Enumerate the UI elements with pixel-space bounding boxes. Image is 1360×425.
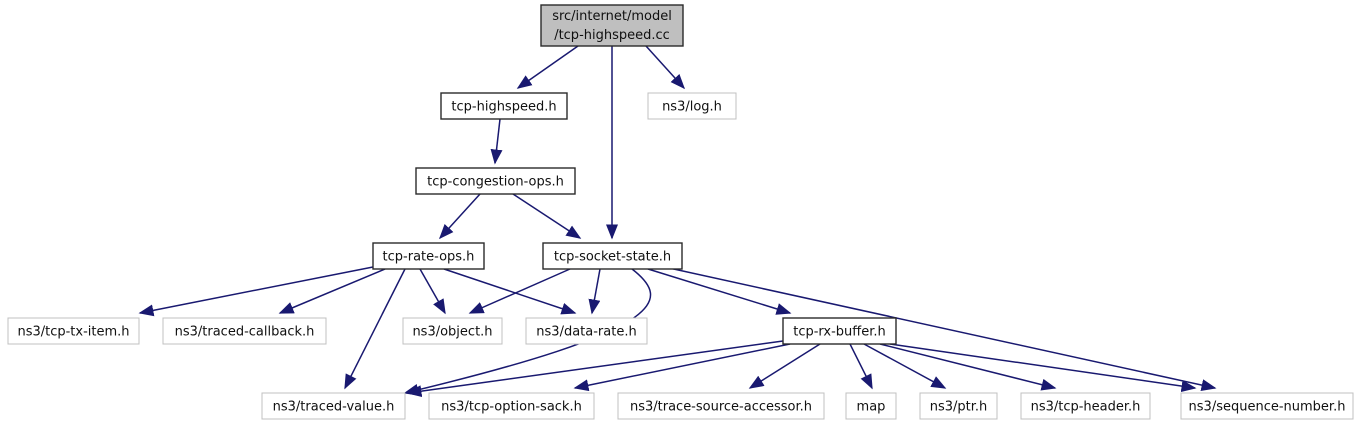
node-box-tcp-highspeed-h[interactable] xyxy=(440,92,568,120)
edge-root-to-ns3-log-h xyxy=(645,45,686,90)
node-ns3-trace-source-accessor-h[interactable]: ns3/trace-source-accessor.h xyxy=(617,392,825,420)
edge-tcp-rate-ops-h-to-ns3-data-rate-h xyxy=(443,268,577,315)
node-box-ns3-tcp-tx-item-h[interactable] xyxy=(7,317,140,345)
node-box-ns3-ptr-h[interactable] xyxy=(919,392,998,420)
node-label-ns3-traced-value-h: ns3/traced-value.h xyxy=(273,400,395,415)
node-ns3-sequence-number-h[interactable]: ns3/sequence-number.h xyxy=(1180,392,1354,420)
node-label-ns3-ptr-h: ns3/ptr.h xyxy=(930,400,988,415)
node-label-root-line1: src/internet/model xyxy=(552,9,672,24)
node-ns3-traced-value-h[interactable]: ns3/traced-value.h xyxy=(261,392,406,420)
edge-tcp-rate-ops-h-to-ns3-tcp-tx-item-h xyxy=(138,266,374,317)
edge-tcp-rate-ops-h-to-ns3-object-h xyxy=(419,268,446,315)
node-label-tcp-rx-buffer-h: tcp-rx-buffer.h xyxy=(793,325,886,340)
node-box-tcp-congestion-ops-h[interactable] xyxy=(415,167,576,195)
node-label-ns3-traced-callback-h: ns3/traced-callback.h xyxy=(175,325,315,340)
edge-tcp-rate-ops-h-to-ns3-traced-value-h xyxy=(344,268,406,390)
edge-tcp-socket-state-h-to-tcp-rx-buffer-h xyxy=(647,268,792,315)
edge-tcp-rx-buffer-h-to-ns3-ptr-h xyxy=(863,343,947,389)
node-ns3-log-h[interactable]: ns3/log.h xyxy=(647,92,737,120)
edge-tcp-rx-buffer-h-to-ns3-tcp-option-sack-h xyxy=(573,343,791,392)
edge-tcp-rx-buffer-h-to-ns3-trace-source-accessor-h xyxy=(748,343,821,389)
node-label-ns3-data-rate-h: ns3/data-rate.h xyxy=(536,325,636,340)
node-box-ns3-object-h[interactable] xyxy=(402,317,503,345)
node-label-ns3-log-h: ns3/log.h xyxy=(662,100,722,115)
node-box-root[interactable] xyxy=(540,4,684,47)
node-tcp-rate-ops-h[interactable]: tcp-rate-ops.h xyxy=(372,242,485,270)
node-tcp-highspeed-h[interactable]: tcp-highspeed.h xyxy=(440,92,568,120)
edge-tcp-rx-buffer-h-to-ns3-tcp-header-h xyxy=(879,343,1057,391)
node-tcp-socket-state-h[interactable]: tcp-socket-state.h xyxy=(542,242,683,270)
node-label-tcp-congestion-ops-h: tcp-congestion-ops.h xyxy=(427,175,564,190)
nodes-layer: src/internet/model/tcp-highspeed.cc tcp-h… xyxy=(7,4,1354,420)
edge-tcp-rx-buffer-h-to-ns3-traced-value-h xyxy=(406,340,784,398)
node-label-root-line2: /tcp-highspeed.cc xyxy=(554,28,670,43)
edge-tcp-socket-state-h-to-ns3-sequence-number-h xyxy=(659,265,1217,391)
node-ns3-traced-callback-h[interactable]: ns3/traced-callback.h xyxy=(162,317,327,345)
node-box-ns3-tcp-option-sack-h[interactable] xyxy=(428,392,595,420)
edge-tcp-socket-state-h-to-ns3-object-h xyxy=(468,268,571,314)
node-tcp-rx-buffer-h[interactable]: tcp-rx-buffer.h xyxy=(782,317,897,345)
edge-tcp-socket-state-h-to-ns3-data-rate-h xyxy=(588,268,601,315)
edge-tcp-highspeed-h-to-tcp-congestion-ops-h xyxy=(490,118,503,165)
node-ns3-tcp-header-h[interactable]: ns3/tcp-header.h xyxy=(1020,392,1151,420)
node-label-ns3-object-h: ns3/object.h xyxy=(412,325,492,340)
node-label-ns3-tcp-header-h: ns3/tcp-header.h xyxy=(1031,400,1141,415)
edge-tcp-congestion-ops-h-to-tcp-rate-ops-h xyxy=(438,193,481,240)
node-ns3-data-rate-h[interactable]: ns3/data-rate.h xyxy=(525,317,648,345)
node-label-tcp-socket-state-h: tcp-socket-state.h xyxy=(554,250,671,265)
node-label-ns3-sequence-number-h: ns3/sequence-number.h xyxy=(1189,400,1346,415)
node-label-ns3-tcp-option-sack-h: ns3/tcp-option-sack.h xyxy=(441,400,582,415)
node-label-tcp-highspeed-h: tcp-highspeed.h xyxy=(451,100,556,115)
node-root[interactable]: src/internet/model/tcp-highspeed.cc xyxy=(540,4,684,47)
node-label-tcp-rate-ops-h: tcp-rate-ops.h xyxy=(383,250,475,265)
node-box-ns3-tcp-header-h[interactable] xyxy=(1020,392,1151,420)
node-box-ns3-traced-callback-h[interactable] xyxy=(162,317,327,345)
edge-tcp-rx-buffer-h-to-map xyxy=(849,343,873,390)
node-ns3-tcp-option-sack-h[interactable]: ns3/tcp-option-sack.h xyxy=(428,392,595,420)
node-box-ns3-trace-source-accessor-h[interactable] xyxy=(617,392,825,420)
node-box-map[interactable] xyxy=(845,392,897,420)
node-ns3-ptr-h[interactable]: ns3/ptr.h xyxy=(919,392,998,420)
node-label-map: map xyxy=(857,400,886,415)
edges-layer xyxy=(138,45,1217,398)
node-tcp-congestion-ops-h[interactable]: tcp-congestion-ops.h xyxy=(415,167,576,195)
edge-root-to-tcp-highspeed-h xyxy=(516,45,579,89)
edge-tcp-congestion-ops-h-to-tcp-socket-state-h xyxy=(512,193,582,239)
node-box-ns3-sequence-number-h[interactable] xyxy=(1180,392,1354,420)
node-ns3-object-h[interactable]: ns3/object.h xyxy=(402,317,503,345)
node-label-ns3-tcp-tx-item-h: ns3/tcp-tx-item.h xyxy=(17,325,129,340)
node-box-ns3-traced-value-h[interactable] xyxy=(261,392,406,420)
node-box-ns3-data-rate-h[interactable] xyxy=(525,317,648,345)
node-ns3-tcp-tx-item-h[interactable]: ns3/tcp-tx-item.h xyxy=(7,317,140,345)
node-box-tcp-rate-ops-h[interactable] xyxy=(372,242,485,270)
node-label-ns3-trace-source-accessor-h: ns3/trace-source-accessor.h xyxy=(630,400,812,415)
node-box-tcp-rx-buffer-h[interactable] xyxy=(782,317,897,345)
edge-tcp-rx-buffer-h-to-ns3-sequence-number-h xyxy=(889,343,1197,393)
node-box-ns3-log-h[interactable] xyxy=(647,92,737,120)
node-box-tcp-socket-state-h[interactable] xyxy=(542,242,683,270)
edge-tcp-rate-ops-h-to-ns3-traced-callback-h xyxy=(278,268,386,314)
node-map[interactable]: map xyxy=(845,392,897,420)
